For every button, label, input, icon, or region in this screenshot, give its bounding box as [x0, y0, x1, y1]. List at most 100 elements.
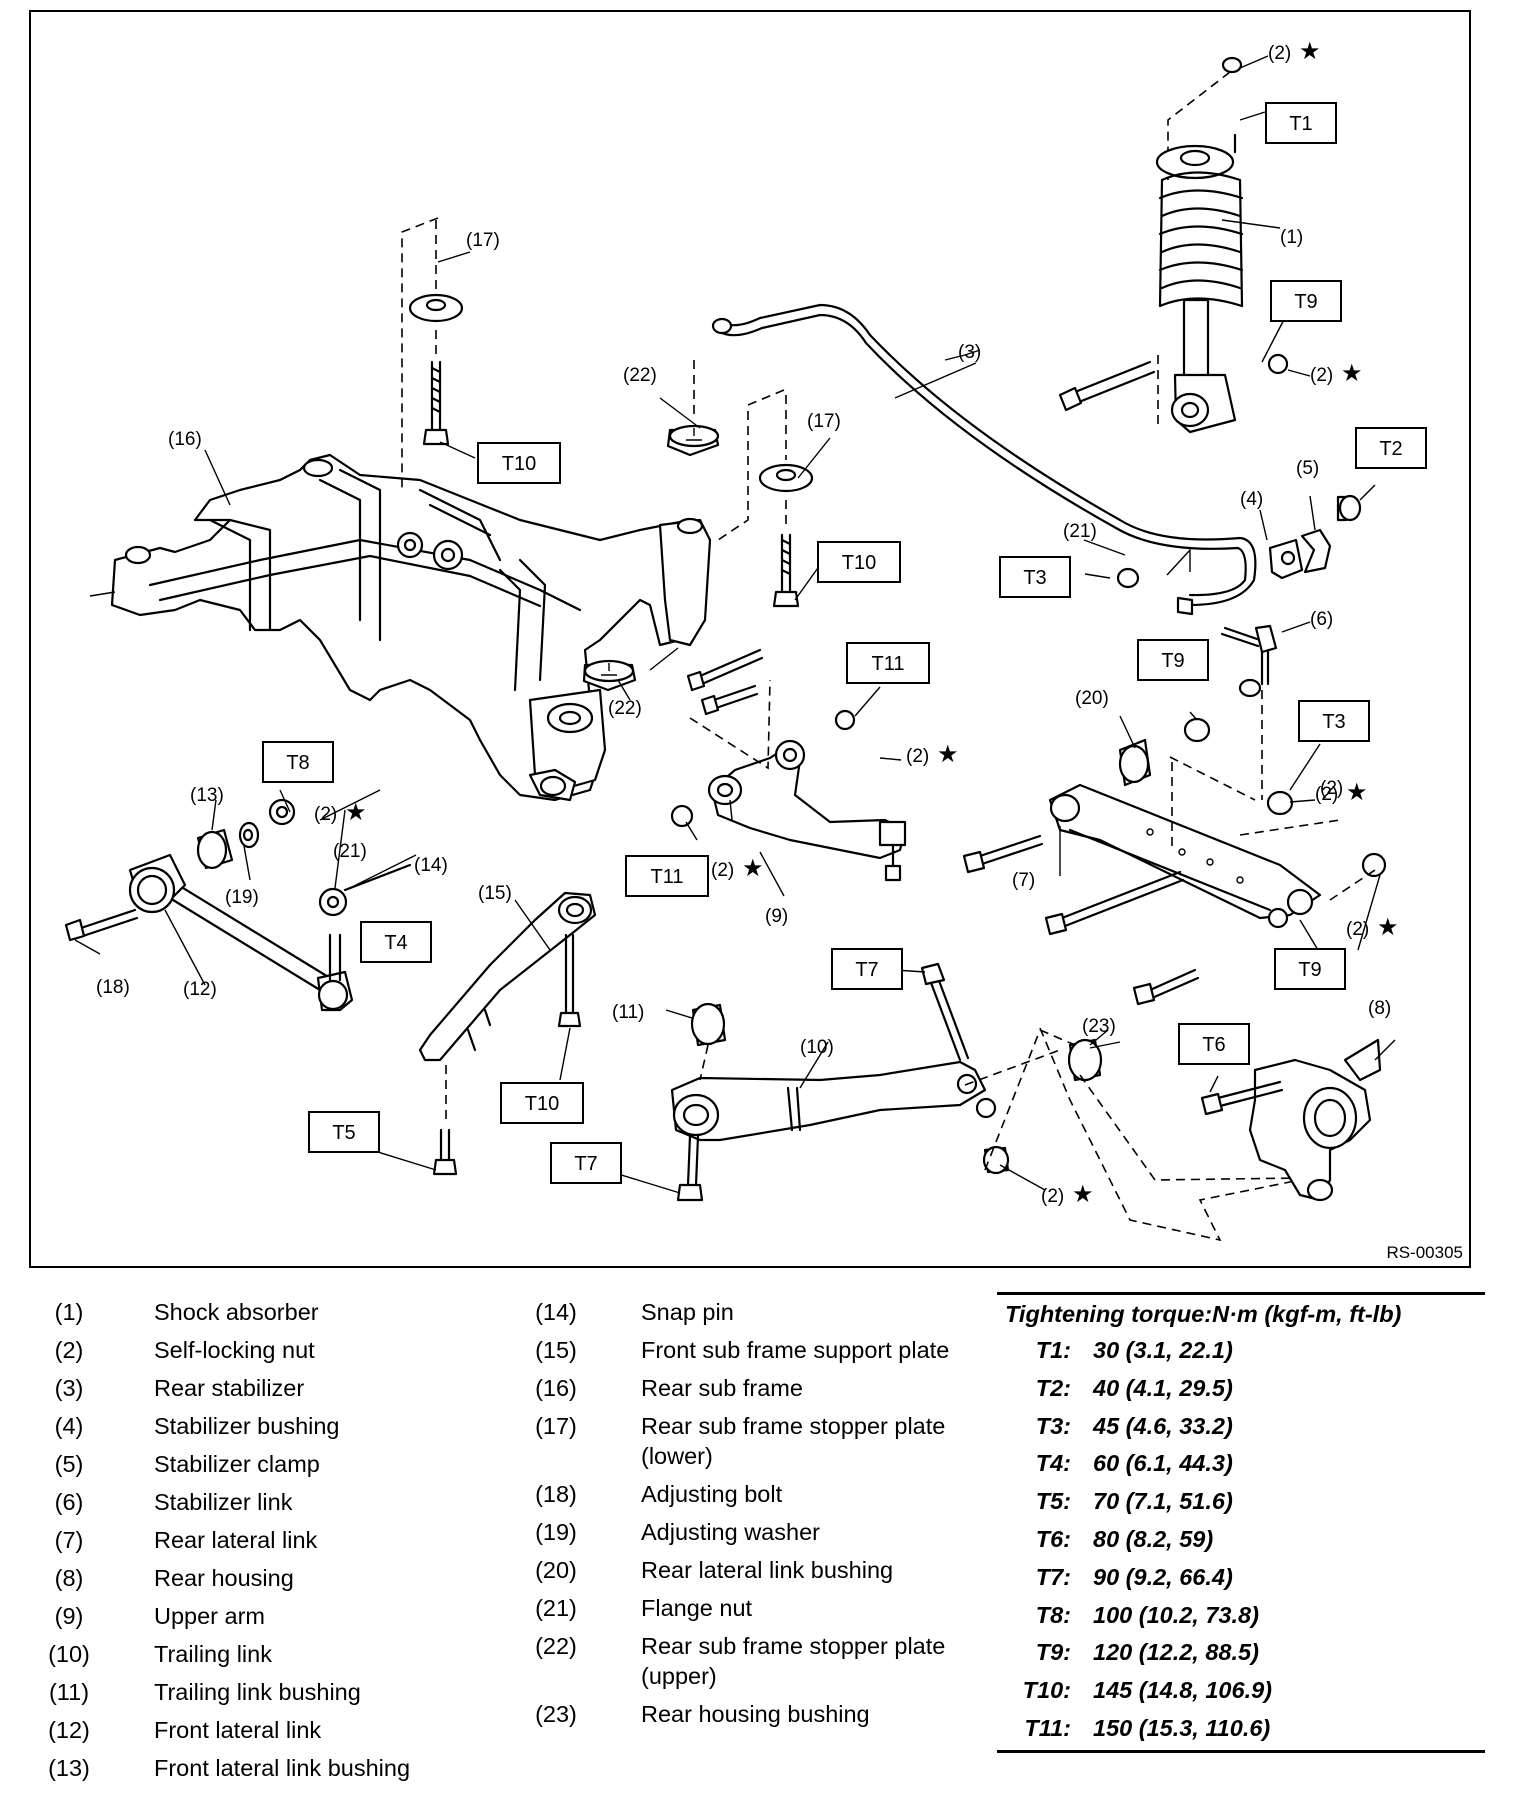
torque-value: 60 (6.1, 44.3) [1093, 1450, 1233, 1477]
legend-part-name: Rear lateral link [104, 1521, 317, 1559]
callout-15: (15) [478, 883, 512, 904]
torque-key: T3: [1035, 1412, 1071, 1439]
torque-box-label: T9 [1298, 959, 1321, 981]
callout-18: (18) [96, 977, 130, 998]
legend-part-name: Rear sub frame [591, 1369, 803, 1407]
legend-part-name-line: Flange nut [641, 1595, 753, 1621]
legend-part-name: Front sub frame support plate [591, 1331, 949, 1369]
legend-part-name-line: Stabilizer bushing [154, 1413, 340, 1439]
legend-number: (9) [54, 1603, 84, 1629]
legend-number: (10) [48, 1641, 90, 1667]
torque-box-label: T10 [842, 552, 876, 574]
table-top-rule [997, 1292, 1485, 1295]
torque-key: T10: [1022, 1677, 1071, 1704]
diagram-frame [29, 10, 1471, 1268]
legend-item: (14)Snap pin [521, 1293, 949, 1331]
callout-23: (23) [1082, 1016, 1116, 1037]
legend-item: (23)Rear housing bushing [521, 1695, 949, 1733]
callout-2: (2) [1268, 43, 1291, 64]
torque-value: 90 (9.2, 66.4) [1093, 1563, 1233, 1590]
callout-4: (4) [1240, 489, 1263, 510]
torque-box-label: T3 [1322, 711, 1345, 733]
diagram-code: RS-00305 [1386, 1243, 1463, 1262]
torque-box-label: T9 [1294, 291, 1317, 313]
torque-box-t2: T2 [1355, 427, 1427, 469]
star-marker: ★ [1377, 914, 1399, 941]
callout-2: (2) [314, 804, 337, 825]
callout-8: (8) [1368, 998, 1391, 1019]
torque-key: T8: [1035, 1601, 1071, 1628]
callout-22: (22) [608, 698, 642, 719]
legend-part-name-line: Rear housing bushing [641, 1701, 870, 1727]
torque-box-border [846, 642, 930, 684]
legend-number: (8) [54, 1565, 84, 1591]
torque-rows: T1:30 (3.1, 22.1)T2:40 (4.1, 29.5)T3:45 … [997, 1332, 1485, 1748]
torque-row: T4:60 (6.1, 44.3) [997, 1445, 1485, 1483]
callout-11: (11) [612, 1002, 644, 1023]
torque-key: T9: [1035, 1639, 1071, 1666]
torque-spec-boxes: T1T2T3T3T4T5T6T7T7T8T9T9T9T10T10T10T11T1… [262, 102, 1427, 1184]
callout-21: (21) [333, 841, 367, 862]
torque-box-label: T8 [286, 752, 309, 774]
legend-part-name-line: Front lateral link [154, 1717, 322, 1743]
torque-value: 40 (4.1, 29.5) [1093, 1374, 1233, 1401]
legend-number: (7) [54, 1527, 84, 1553]
legend-part-name-line: Front lateral link bushing [154, 1755, 411, 1781]
torque-value: 100 (10.2, 73.8) [1093, 1601, 1259, 1628]
legend-number: (18) [535, 1481, 577, 1507]
legend-item: (22)Rear sub frame stopper plate(upper) [521, 1627, 949, 1695]
parts-legend-left: (1)Shock absorber(2)Self-locking nut(3)R… [34, 1293, 410, 1787]
legend-part-name-line: Rear stabilizer [154, 1375, 305, 1401]
callout-2: (2) [1320, 778, 1343, 799]
torque-box-border [550, 1142, 622, 1184]
stabilizer-link-part [1116, 567, 1278, 800]
torque-box-t9: T9 [1270, 280, 1342, 322]
rear-housing-part [1200, 1038, 1382, 1202]
legend-part-name: Rear sub frame stopper plate(lower) [591, 1407, 945, 1475]
legend-item: (3) Rear stabilizer [34, 1369, 410, 1407]
legend-part-name-line: Self-locking nut [154, 1337, 315, 1363]
legend-part-name-line: Trailing link [154, 1641, 272, 1667]
legend-item: (10) Trailing link [34, 1635, 410, 1673]
torque-box-label: T4 [384, 932, 407, 954]
legend-part-name: Snap pin [591, 1293, 734, 1331]
callout-1: (1) [1280, 227, 1303, 248]
callout-2: (2) [1310, 365, 1333, 386]
torque-box-label: T9 [1161, 650, 1184, 672]
callout-6: (6) [1310, 609, 1333, 630]
legend-number: (3) [54, 1375, 84, 1401]
legend-number: (6) [54, 1489, 84, 1515]
torque-box-label: T1 [1289, 113, 1312, 135]
legend-part-name: Front lateral link [104, 1711, 321, 1749]
torque-box-t1: T1 [1265, 102, 1337, 144]
torque-value: 30 (3.1, 22.1) [1093, 1337, 1233, 1363]
legend-item: (4)Stabilizer bushing [34, 1407, 410, 1445]
callout-2: (2) [906, 746, 929, 767]
torque-box-t9: T9 [1137, 639, 1209, 681]
torque-box-border [308, 1111, 380, 1153]
torque-key: T1: [1035, 1337, 1071, 1363]
torque-row: T11:150 (15.3, 110.6) [997, 1710, 1485, 1748]
legend-item: (17)Rear sub frame stopper plate(lower) [521, 1407, 949, 1475]
legend-number: (5) [54, 1451, 84, 1477]
callout-2: (2) [711, 860, 734, 881]
callout-16: (16) [168, 429, 202, 450]
stabilizer-clamp-part [1300, 494, 1362, 574]
legend-number: (2) [54, 1337, 84, 1363]
legend-part-name-line: Trailing link bushing [154, 1679, 361, 1705]
star-marker: ★ [345, 799, 367, 826]
torque-row: T9:120 (12.2, 88.5) [997, 1634, 1485, 1672]
legend-part-name: Rear housing bushing [591, 1695, 870, 1733]
legend-part-name-line: Adjusting bolt [641, 1481, 783, 1507]
callout-2: (2) [1315, 784, 1338, 805]
legend-part-name: Adjusting bolt [591, 1475, 782, 1513]
star-marker: ★ [742, 855, 764, 882]
torque-row: T1: 30 (3.1, 22.1) [997, 1332, 1485, 1370]
suspension-exploded-diagram: (1)(2)★(2)★(2)★(2)(2)★(2)★(2)★(2)★(2)★(3… [29, 10, 1471, 1268]
legend-part-name: Adjusting washer [591, 1513, 820, 1551]
torque-box-border [831, 948, 903, 990]
callout-17: (17) [466, 230, 500, 251]
legend-item: (12)Front lateral link [34, 1711, 410, 1749]
legend-part-name-line: Shock absorber [154, 1299, 319, 1325]
torque-box-label: T11 [651, 866, 684, 888]
